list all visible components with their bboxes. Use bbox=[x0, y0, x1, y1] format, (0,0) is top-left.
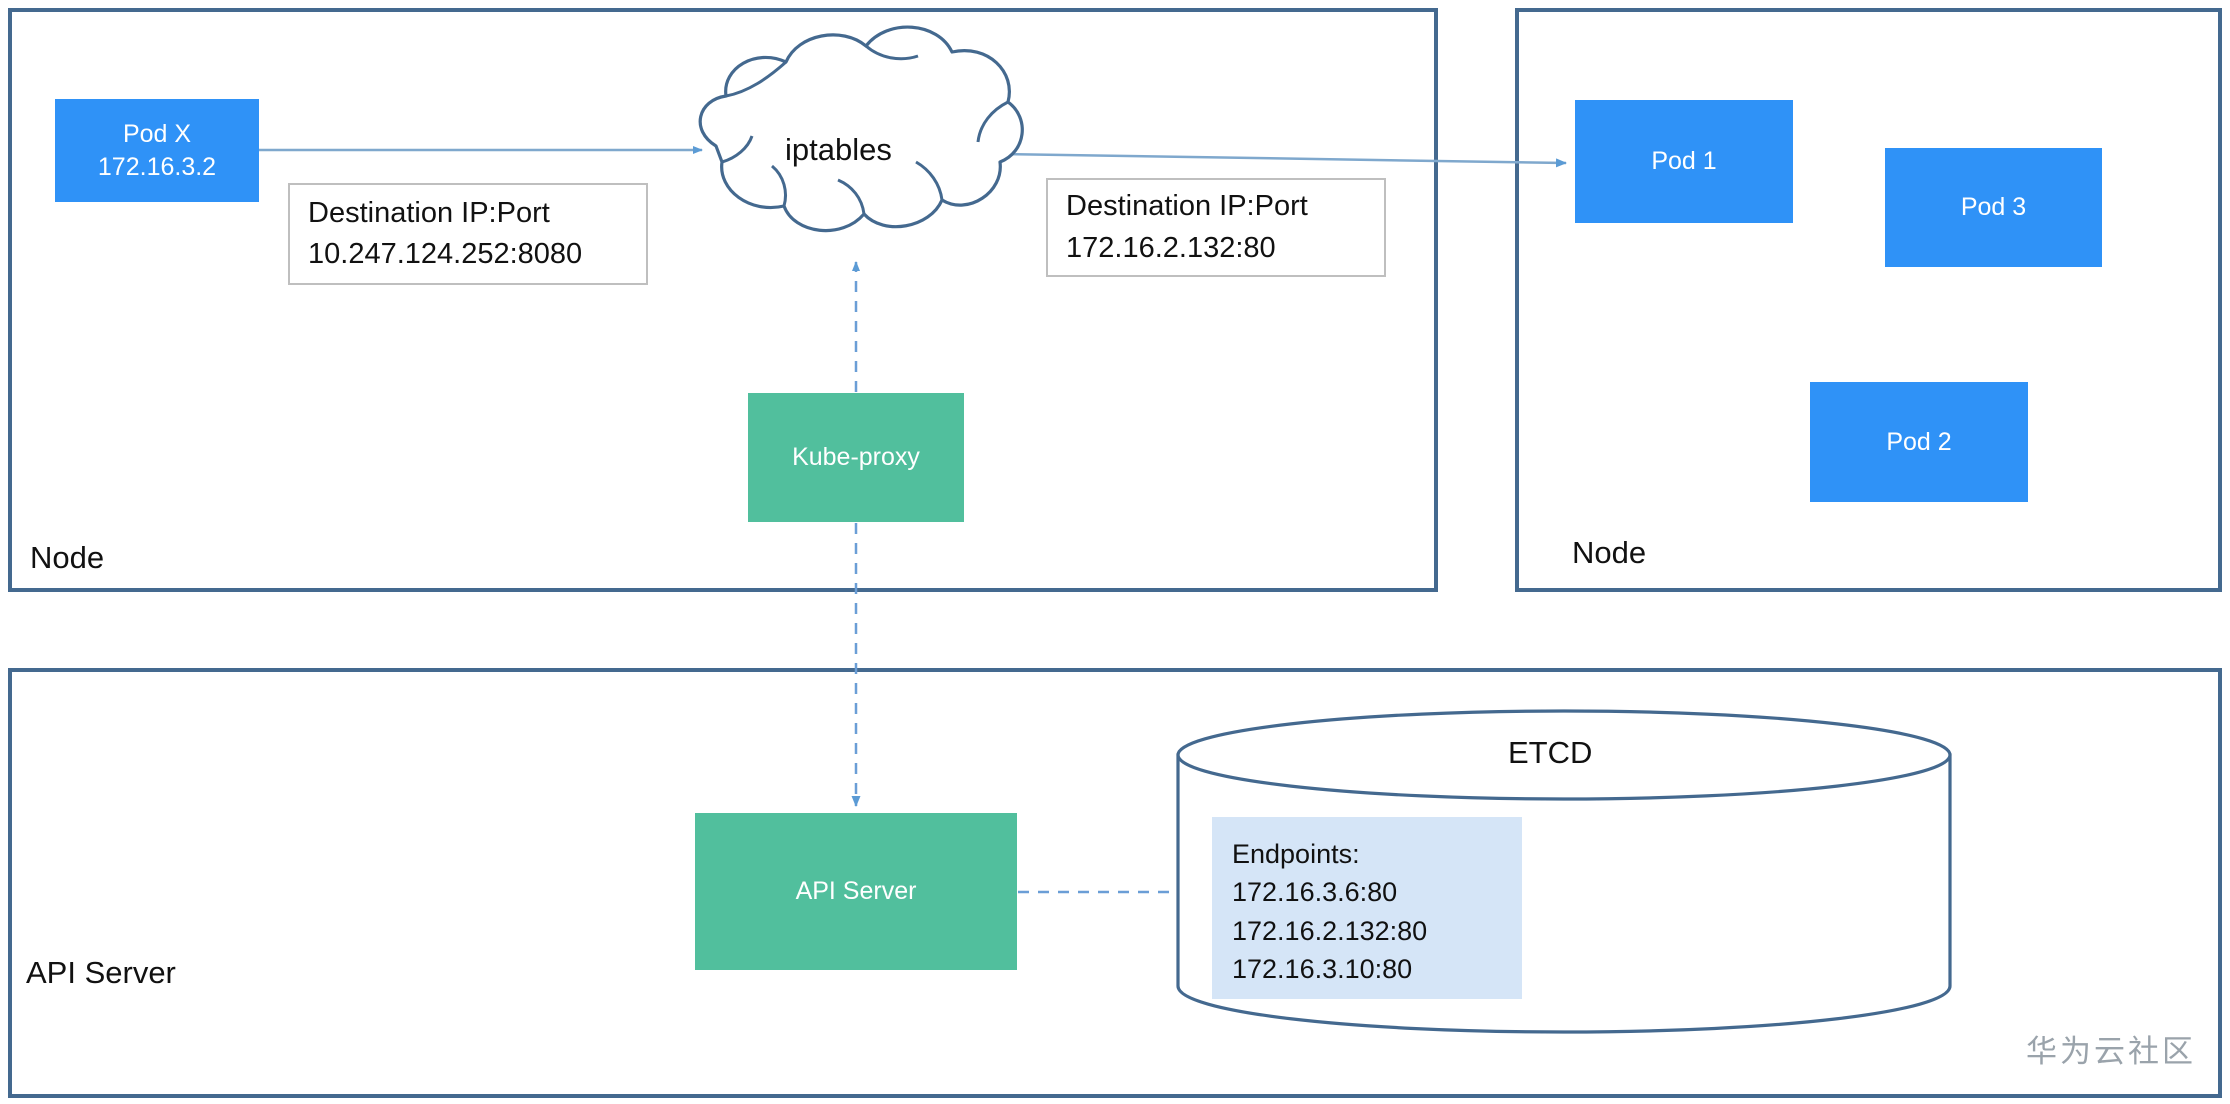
pod-x-box[interactable]: Pod X 172.16.3.2 bbox=[55, 99, 259, 202]
left-node-frame bbox=[8, 8, 1438, 592]
endpoint-item-1: 172.16.3.6:80 bbox=[1232, 877, 1398, 908]
pod-3-label: Pod 3 bbox=[1960, 193, 2027, 221]
right-node-frame bbox=[1515, 8, 2222, 592]
kube-proxy-box[interactable]: Kube-proxy bbox=[748, 393, 964, 522]
api-server-box-label: API Server bbox=[795, 877, 917, 905]
right-node-label: Node bbox=[1572, 535, 1647, 570]
pod-1-label: Pod 1 bbox=[1651, 147, 1717, 175]
etcd-label: ETCD bbox=[1508, 735, 1593, 770]
pod-x-ip: 172.16.3.2 bbox=[97, 152, 217, 181]
left-node-label: Node bbox=[30, 540, 105, 575]
endpoint-item-3: 172.16.3.10:80 bbox=[1232, 953, 1413, 984]
kube-proxy-label: Kube-proxy bbox=[792, 443, 920, 471]
egress-callout-line2: 172.16.2.132:80 bbox=[1066, 231, 1276, 264]
iptables-label: iptables bbox=[785, 132, 892, 167]
pod-x-name: Pod X bbox=[122, 119, 192, 148]
ingress-callout-line2: 10.247.124.252:8080 bbox=[308, 238, 583, 270]
watermark-text: 华为云社区 bbox=[2026, 1034, 2196, 1069]
pod-1-box[interactable]: Pod 1 bbox=[1575, 100, 1793, 223]
api-server-frame bbox=[8, 668, 2222, 1098]
etcd-endpoints-box: Endpoints: 172.16.3.6:80 172.16.2.132:80… bbox=[1212, 817, 1522, 999]
api-server-box[interactable]: API Server bbox=[695, 813, 1017, 970]
api-server-frame-label: API Server bbox=[26, 955, 176, 990]
pod-3-box[interactable]: Pod 3 bbox=[1885, 148, 2102, 267]
ingress-destination-callout: Destination IP:Port 10.247.124.252:8080 bbox=[288, 183, 648, 285]
egress-destination-callout: Destination IP:Port 172.16.2.132:80 bbox=[1046, 178, 1386, 277]
endpoints-title: Endpoints: bbox=[1232, 839, 1360, 869]
ingress-callout-line1: Destination IP:Port bbox=[308, 196, 550, 229]
endpoint-item-2: 172.16.2.132:80 bbox=[1232, 915, 1428, 946]
pod-x-labels: Pod X 172.16.3.2 bbox=[98, 118, 216, 184]
egress-callout-line1: Destination IP:Port bbox=[1066, 190, 1308, 223]
pod-2-label: Pod 2 bbox=[1886, 427, 1952, 456]
pod-2-box[interactable]: Pod 2 bbox=[1810, 382, 2028, 502]
